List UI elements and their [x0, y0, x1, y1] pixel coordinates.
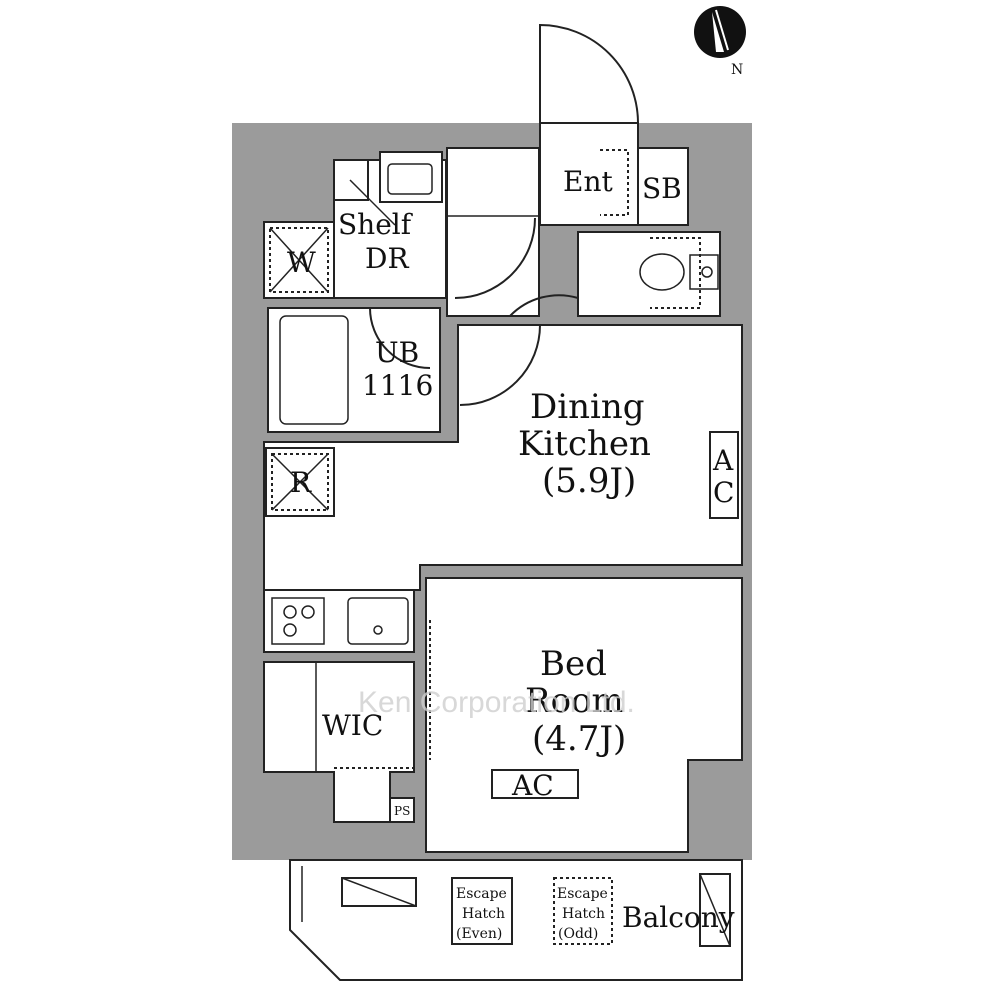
unit-bath-size: 1116: [362, 369, 433, 402]
toilet-room: [577, 231, 721, 317]
escape-hatch-even-line1: Escape: [456, 886, 507, 902]
watermark: Ken Corporation Ltd.: [358, 686, 635, 719]
balcony-label: Balcony: [622, 901, 735, 934]
kitchen-sink: [347, 597, 409, 645]
kitchen-counter: [263, 589, 415, 653]
dining-kitchen-label-line1: Dining: [530, 387, 645, 427]
wic-label: WIC: [322, 709, 383, 742]
escape-hatch-even-line3: (Even): [456, 926, 502, 942]
pipe-space-lower: [389, 797, 415, 823]
dining-kitchen-label-line2: Kitchen: [518, 424, 651, 464]
dining-ac-unit: [709, 431, 739, 519]
escape-hatch-odd-line3: (Odd): [558, 926, 598, 942]
unit-bath: [267, 307, 441, 433]
compass-icon: [694, 6, 746, 58]
bathtub: [279, 315, 349, 425]
shelf-label: Shelf: [338, 208, 414, 241]
hallway: [446, 147, 540, 317]
entrance-area: [539, 122, 639, 226]
dining-ac-label-line2: C: [713, 476, 734, 509]
pipe-space-lower-label: PS: [394, 804, 410, 818]
dining-ac-label-line1: A: [712, 444, 734, 477]
entrance-label: Ent: [563, 165, 613, 198]
stove: [271, 597, 325, 645]
bedroom-label-line1: Bed: [540, 644, 607, 684]
refrigerator-label: R: [290, 466, 312, 499]
shoe-box: [637, 147, 689, 226]
escape-hatch-odd: Escape Hatch (Odd): [553, 877, 613, 945]
entrance-door: [539, 23, 639, 124]
north-compass: N: [694, 6, 746, 78]
shoe-box-label: SB: [642, 172, 682, 205]
bedroom-ac-unit: [491, 769, 579, 799]
unit-bath-label: UB: [375, 336, 419, 369]
washer-label: W: [287, 246, 316, 279]
dining-kitchen: [263, 324, 743, 591]
bedroom-size: (4.7J): [532, 719, 626, 759]
dining-kitchen-size: (5.9J): [542, 461, 636, 501]
toilet-fixture: [639, 253, 685, 291]
escape-hatch-odd-line1: Escape: [557, 886, 608, 902]
escape-hatch-odd-line2: Hatch: [562, 906, 605, 922]
escape-hatch-even: Escape Hatch (Even): [451, 877, 513, 945]
compass-label: N: [731, 62, 743, 78]
bedroom-ac-label: AC: [511, 769, 554, 802]
bedroom-label-line2: Room: [525, 681, 624, 721]
dressing-room-label: DR: [365, 242, 409, 275]
escape-hatch-even-line2: Hatch: [462, 906, 505, 922]
